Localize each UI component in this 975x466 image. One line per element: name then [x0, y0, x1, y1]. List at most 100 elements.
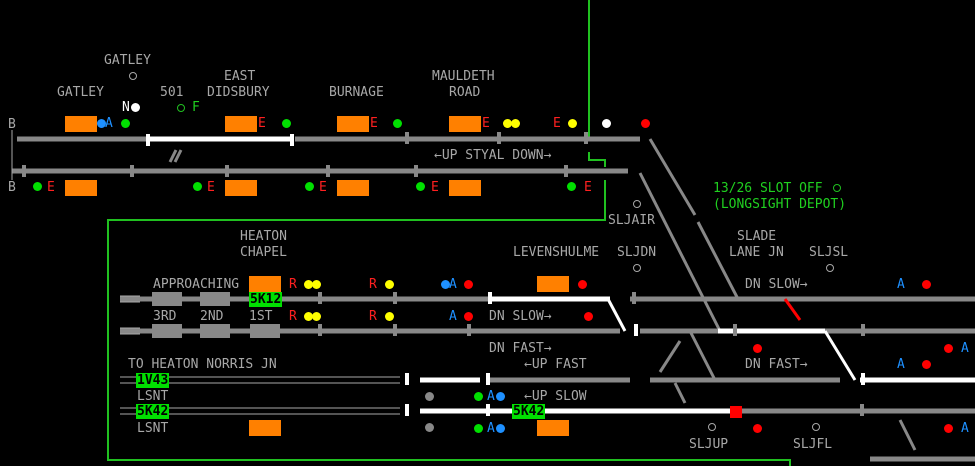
td-berth[interactable]	[65, 180, 97, 196]
signal-yellow-icon[interactable]	[385, 280, 394, 289]
shunt-signal-icon[interactable]	[425, 392, 434, 401]
headcode-berth[interactable]: 1V43	[136, 373, 170, 388]
label-approaching: APPROACHING	[153, 277, 240, 292]
td-berth[interactable]	[449, 116, 481, 132]
signal-aspect-icon[interactable]	[97, 119, 106, 128]
headcode-berth[interactable]: 5K42	[136, 404, 170, 419]
td-berth[interactable]	[537, 420, 569, 436]
sljsl-indicator-icon[interactable]	[826, 264, 834, 272]
signal-letter-e: E	[47, 180, 55, 195]
headcode-berth[interactable]: 5K12	[249, 292, 283, 307]
signal-yellow-icon[interactable]	[568, 119, 577, 128]
signal-yellow-icon[interactable]	[312, 280, 321, 289]
signal-letter-r: R	[369, 309, 377, 324]
signal-green-icon[interactable]	[474, 424, 483, 433]
n-indicator[interactable]: N	[122, 100, 130, 115]
td-berth[interactable]	[449, 180, 481, 196]
signal-green-icon[interactable]	[33, 182, 42, 191]
label-sljsl: SLJSL	[809, 245, 849, 260]
signal-red-icon[interactable]	[584, 312, 593, 321]
signal-red-icon[interactable]	[641, 119, 650, 128]
td-berth[interactable]	[249, 276, 281, 292]
signal-yellow-icon[interactable]	[385, 312, 394, 321]
auto-signal-letter: A	[449, 277, 457, 292]
label-sljup: SLJUP	[689, 437, 729, 452]
signal-red-icon[interactable]	[922, 280, 931, 289]
td-berth[interactable]	[225, 116, 257, 132]
signal-green-icon[interactable]	[416, 182, 425, 191]
sljair-indicator-icon[interactable]	[633, 200, 641, 208]
signal-yellow-icon[interactable]	[511, 119, 520, 128]
label-gatley: GATLEY	[57, 85, 104, 100]
nf-ring-icon	[177, 104, 185, 112]
signal-yellow-icon[interactable]	[312, 312, 321, 321]
signal-green-icon[interactable]	[567, 182, 576, 191]
label-sljdn: SLJDN	[617, 245, 657, 260]
signal-green-icon[interactable]	[474, 392, 483, 401]
signal-red-icon[interactable]	[464, 280, 473, 289]
label-to-heaton-norris: TO HEATON NORRIS JN	[128, 357, 277, 372]
td-berth[interactable]	[337, 180, 369, 196]
signal-yellow-icon[interactable]	[304, 312, 313, 321]
signal-letter-e: E	[553, 116, 561, 131]
td-berth[interactable]	[249, 420, 281, 436]
signal-green-icon[interactable]	[121, 119, 130, 128]
signal-red-icon[interactable]	[944, 344, 953, 353]
td-berth[interactable]	[65, 116, 97, 132]
label-3rd: 3RD	[153, 309, 177, 324]
td-berth[interactable]	[537, 276, 569, 292]
label-up-styal-down: ←UP STYAL DOWN→	[434, 148, 552, 163]
td-berth[interactable]	[225, 180, 257, 196]
label-up-fast: ←UP FAST	[524, 357, 587, 372]
sljfl-indicator-icon[interactable]	[812, 423, 820, 431]
label-lsnt-1: LSNT	[137, 389, 169, 404]
shunt-signal-icon[interactable]	[602, 119, 611, 128]
td-berth[interactable]	[337, 116, 369, 132]
auto-signal-letter: A	[487, 421, 495, 436]
signal-yellow-icon[interactable]	[304, 280, 313, 289]
signal-red-icon[interactable]	[578, 280, 587, 289]
label-b-bottom: B	[8, 180, 16, 195]
label-dn-slow-2: DN SLOW→	[745, 277, 808, 292]
signal-letter-r: R	[369, 277, 377, 292]
signal-letter-e: E	[319, 180, 327, 195]
shunt-signal-icon[interactable]	[425, 423, 434, 432]
label-b-top: B	[8, 117, 16, 132]
label-slot-off: 13/26 SLOT OFF	[713, 181, 823, 196]
n-dot-icon	[131, 103, 140, 112]
signal-at-danger-marker	[730, 406, 742, 418]
label-dn-slow: DN SLOW→	[489, 309, 552, 324]
signal-letter-e: E	[207, 180, 215, 195]
label-dn-fast: DN FAST→	[489, 341, 552, 356]
label-mauldeth: MAULDETH	[432, 69, 495, 84]
headcode-berth[interactable]: 5K42	[512, 404, 546, 419]
f-indicator[interactable]: F	[192, 100, 200, 115]
auto-signal-letter: A	[961, 421, 969, 436]
signal-aspect-icon[interactable]	[496, 424, 505, 433]
signal-green-icon[interactable]	[282, 119, 291, 128]
signal-yellow-icon[interactable]	[503, 119, 512, 128]
signal-green-icon[interactable]	[193, 182, 202, 191]
signal-red-icon[interactable]	[944, 424, 953, 433]
signal-green-icon[interactable]	[393, 119, 402, 128]
signal-aspect-icon[interactable]	[441, 280, 450, 289]
signal-red-icon[interactable]	[753, 344, 762, 353]
signal-letter-e: E	[482, 116, 490, 131]
crossovers	[168, 138, 917, 451]
label-2nd: 2ND	[200, 309, 224, 324]
sljup-indicator-icon[interactable]	[708, 423, 716, 431]
label-burnage: BURNAGE	[329, 85, 384, 100]
signal-green-icon[interactable]	[305, 182, 314, 191]
signal-red-icon[interactable]	[464, 312, 473, 321]
gatley-indicator-icon[interactable]	[129, 72, 137, 80]
label-slade: SLADE	[737, 229, 777, 244]
label-1st: 1ST	[249, 309, 273, 324]
signal-letter-e: E	[258, 116, 266, 131]
sljdn-indicator-icon[interactable]	[633, 264, 641, 272]
signal-red-icon[interactable]	[922, 360, 931, 369]
signal-aspect-icon[interactable]	[496, 392, 505, 401]
slot-off-indicator-icon[interactable]	[833, 184, 841, 192]
auto-signal-letter: A	[961, 341, 969, 356]
signal-red-icon[interactable]	[753, 424, 762, 433]
